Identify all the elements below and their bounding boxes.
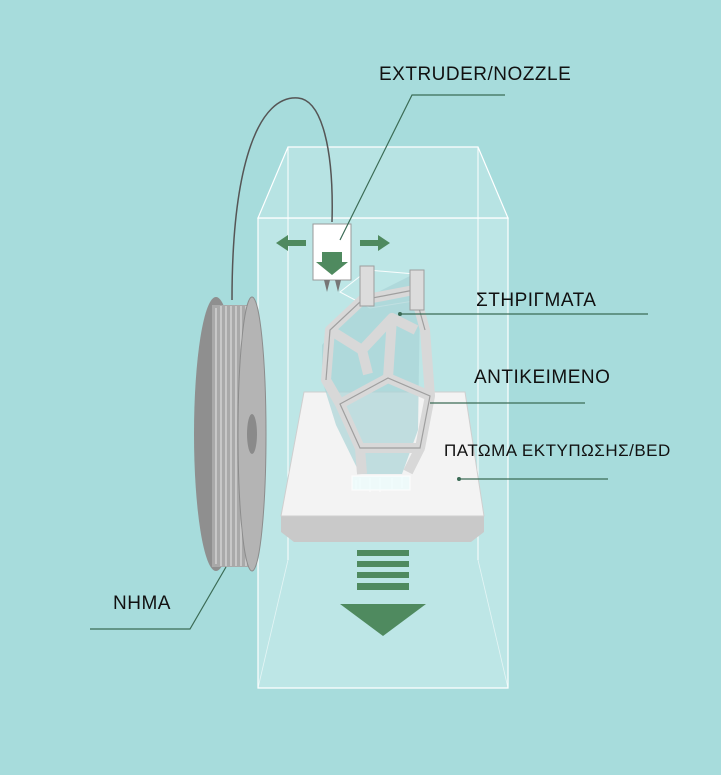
extruder-leader: [339, 94, 505, 241]
object-label: ΑΝΤΙΚΕΙΜΕΝΟ: [474, 367, 611, 388]
bed-down-arrow: [340, 550, 426, 636]
printed-object: [321, 265, 435, 475]
move-right-arrow: [360, 235, 390, 251]
leader-lines: [90, 94, 648, 630]
move-left-arrow: [276, 235, 306, 251]
extruder-label: EXTRUDER/NOZZLE: [379, 64, 572, 85]
bed-leader-dot: [457, 477, 461, 481]
filament-leader: [90, 566, 227, 630]
supports-leader-dot: [398, 312, 402, 316]
filament-spool: [194, 296, 267, 572]
filament-label: ΝΗΜΑ: [113, 593, 171, 614]
extruder-nozzle: [312, 223, 352, 292]
filament-line: [231, 97, 333, 301]
supports-label: ΣΤΗΡΙΓΜΑΤΑ: [476, 290, 597, 311]
bed-label: ΠΑΤΩΜΑ ΕΚΤΥΠΩΣΗΣ/BED: [444, 441, 671, 460]
